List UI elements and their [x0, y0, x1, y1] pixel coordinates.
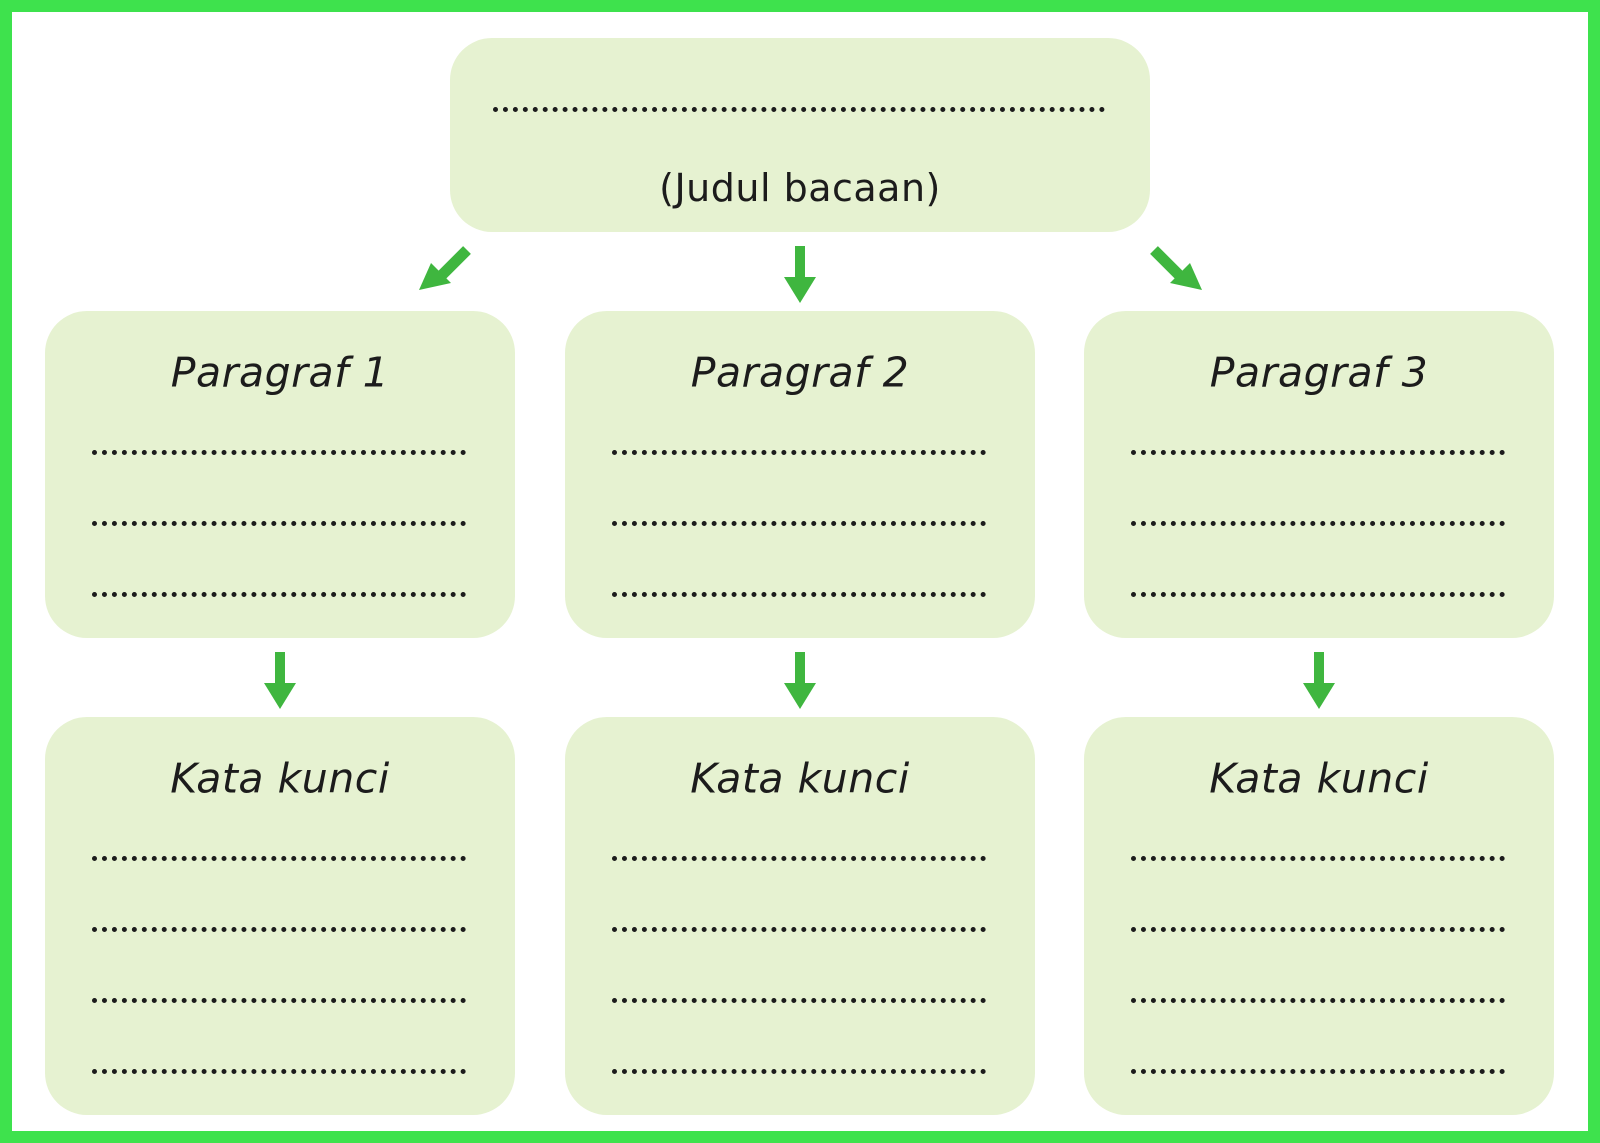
paragraph-3-fill-line-2 — [1131, 521, 1505, 526]
paragraph-2-label: Paragraf 2 — [690, 348, 910, 397]
keyword-2-fill-line-2 — [612, 927, 986, 932]
paragraph-2-fill-line-1 — [612, 450, 986, 455]
keyword-2-fill-line-1 — [612, 856, 986, 861]
paragraph-3-box: Paragraf 3 — [1084, 311, 1554, 638]
arrow-down-right-icon — [1150, 246, 1202, 290]
title-box: (Judul bacaan) — [450, 38, 1150, 232]
keyword-3-fill-line-1 — [1131, 856, 1505, 861]
keyword-2-label: Kata kunci — [690, 754, 910, 803]
paragraph-1-fill-line-3 — [92, 592, 466, 597]
keyword-3-fill-line-2 — [1131, 927, 1505, 932]
paragraph-2-box: Paragraf 2 — [565, 311, 1035, 638]
title-fill-line — [493, 107, 1105, 112]
title-label: (Judul bacaan) — [659, 166, 941, 210]
keyword-2-fill-line-3 — [612, 998, 986, 1003]
keyword-3-fill-line-4 — [1131, 1069, 1505, 1074]
paragraph-3-fill-line-1 — [1131, 450, 1505, 455]
keyword-1-fill-line-4 — [92, 1069, 466, 1074]
keyword-3-label: Kata kunci — [1209, 754, 1429, 803]
keyword-2-fill-line-4 — [612, 1069, 986, 1074]
keyword-2-box: Kata kunci — [565, 717, 1035, 1115]
paragraph-1-fill-line-2 — [92, 521, 466, 526]
keyword-3-fill-line-3 — [1131, 998, 1505, 1003]
keyword-1-fill-line-2 — [92, 927, 466, 932]
keyword-1-label: Kata kunci — [170, 754, 390, 803]
paragraph-2-fill-line-3 — [612, 592, 986, 597]
paragraph-2-fill-line-2 — [612, 521, 986, 526]
keyword-1-fill-line-1 — [92, 856, 466, 861]
arrow-down-icon — [1303, 652, 1335, 709]
arrow-down-icon — [264, 652, 296, 709]
arrow-down-left-icon — [419, 246, 471, 290]
paragraph-1-box: Paragraf 1 — [45, 311, 515, 638]
keyword-1-fill-line-3 — [92, 998, 466, 1003]
arrow-down-icon — [784, 652, 816, 709]
paragraph-3-label: Paragraf 3 — [1209, 348, 1429, 397]
arrow-down-icon — [784, 246, 816, 303]
paragraph-1-fill-line-1 — [92, 450, 466, 455]
keyword-1-box: Kata kunci — [45, 717, 515, 1115]
paragraph-3-fill-line-3 — [1131, 592, 1505, 597]
keyword-3-box: Kata kunci — [1084, 717, 1554, 1115]
paragraph-1-label: Paragraf 1 — [170, 348, 390, 397]
